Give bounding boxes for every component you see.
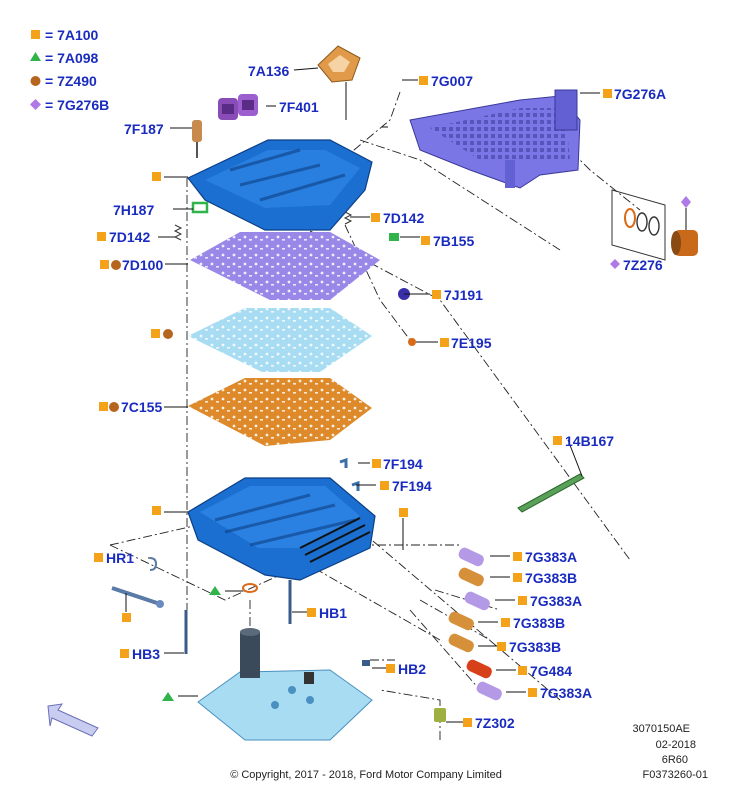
label-7E195: 7E195: [451, 335, 492, 351]
part-7C155-plate: [188, 378, 372, 446]
part-7E195: [408, 338, 416, 346]
label-7B155: 7B155: [433, 233, 474, 249]
label-7Z302: 7Z302: [475, 715, 515, 731]
copyright: © Copyright, 2017 - 2018, Ford Motor Com…: [230, 769, 502, 781]
label-7G383B-1: 7G383B: [525, 570, 577, 586]
label-HB3: HB3: [132, 646, 160, 662]
legend-7A098-text: = 7A098: [45, 50, 99, 66]
label-7F194-lower: 7F194: [392, 478, 432, 494]
legend-7G276B-text: = 7G276B: [45, 97, 109, 113]
label-7F194-upper: 7F194: [383, 456, 423, 472]
leader-lines: [125, 67, 687, 723]
part-HR1-rod: [111, 557, 164, 608]
label-HB2: HB2: [398, 661, 426, 677]
label-7G383A-2: 7G383A: [530, 593, 582, 609]
part-bolts: [184, 580, 370, 666]
part-7H187-clip: [191, 201, 209, 214]
part-14B167-bar: [517, 473, 585, 513]
part-lower-valve-body: [187, 477, 376, 581]
label-HB1: HB1: [319, 605, 347, 621]
legend-7Z490-text: = 7Z490: [45, 73, 97, 89]
part-7D100-separator-plate: [190, 232, 380, 300]
part-cyan-gasket: [188, 308, 372, 372]
legend: = 7A100 = 7A098 = 7Z490 = 7G276B: [30, 27, 109, 113]
meta-model: 6R60: [662, 754, 688, 766]
meta-date: 02-2018: [656, 739, 696, 751]
label-14B167: 14B167: [565, 433, 614, 449]
label-7H187: 7H187: [113, 202, 154, 218]
label-7G383B-3: 7G383B: [509, 639, 561, 655]
part-7Z276-connector: [611, 189, 698, 261]
part-solenoids: [448, 547, 502, 701]
label-7A136: 7A136: [248, 63, 289, 79]
label-7D100: 7D100: [122, 257, 163, 273]
legend-7A100-text: = 7A100: [45, 27, 99, 43]
legend-square-icon: [31, 30, 40, 39]
label-7G484: 7G484: [530, 663, 572, 679]
part-7D142-springs: [173, 211, 353, 241]
legend-diamond-icon: [30, 99, 41, 110]
part-7A136-gasket: [317, 45, 361, 83]
label-7F401: 7F401: [279, 99, 319, 115]
label-7Z276: 7Z276: [623, 257, 663, 273]
part-7G276A-lead-frame: [409, 89, 581, 189]
direction-arrow-icon: [47, 703, 99, 737]
part-7Z302: [434, 708, 446, 722]
label-HR1: HR1: [106, 550, 134, 566]
label-7G007: 7G007: [431, 73, 473, 89]
part-filter: [197, 628, 373, 741]
label-7G383B-2: 7G383B: [513, 615, 565, 631]
part-7A098-ring: [242, 583, 258, 593]
meta-code: 3070150AE: [633, 723, 691, 735]
label-7J191: 7J191: [444, 287, 483, 303]
callout-markers: [99, 172, 691, 701]
part-labels: 7A136 7G007 7G276A 7F401 7F187 7H187 7D1…: [94, 63, 666, 731]
part-7F401-solenoid-pads: [218, 94, 258, 120]
legend-circle-icon: [30, 76, 41, 86]
meta-figure: F0373260-01: [643, 769, 708, 781]
label-7G383A-3: 7G383A: [540, 685, 592, 701]
legend-triangle-icon: [30, 52, 41, 61]
part-upper-valve-body: [187, 139, 373, 231]
label-7D142-right: 7D142: [383, 210, 424, 226]
part-7F194-clips: [339, 457, 360, 491]
label-7C155: 7C155: [121, 399, 162, 415]
label-7F187: 7F187: [124, 121, 164, 137]
part-7F187-pin: [192, 120, 202, 158]
label-7G383A-1: 7G383A: [525, 549, 577, 565]
part-7B155: [389, 233, 399, 241]
label-7G276A: 7G276A: [614, 86, 666, 102]
label-7D142-left: 7D142: [109, 229, 150, 245]
footer-meta: 3070150AE 02-2018 6R60 F0373260-01 © Cop…: [230, 723, 708, 781]
